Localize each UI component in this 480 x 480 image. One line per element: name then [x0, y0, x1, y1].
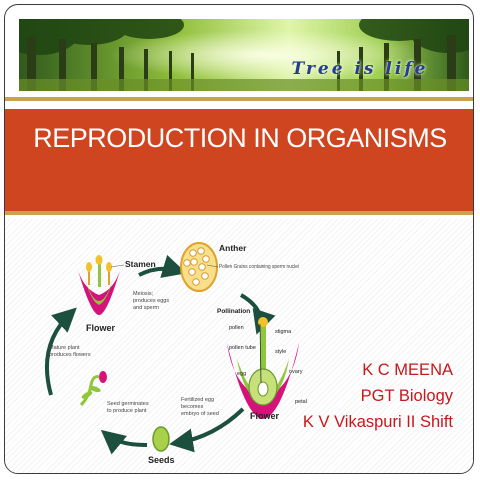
plant-life-cycle-diagram: Stamen Flower Meiosis; produces eggs and… — [44, 242, 307, 465]
anther-icon — [180, 242, 218, 292]
egg-label: egg — [237, 371, 246, 377]
arrow-mature-to-flower — [44, 307, 77, 396]
anther-label: Anther — [219, 243, 247, 253]
fertilized-egg-line-1: Fertilized egg — [181, 397, 214, 403]
flower-right-label: Flower — [250, 411, 280, 421]
flower-left-icon — [77, 255, 121, 315]
ovary-label: ovary — [289, 369, 303, 375]
fertilized-egg-line-3: embryo of seed — [181, 411, 219, 417]
pollen-grains-label: Pollen Grains containing sperm nuclei — [219, 264, 299, 270]
seed-germinates-line-2: to produce plant — [107, 408, 147, 414]
author-block: K C MEENA PGT Biology K V Vikaspuri II S… — [303, 357, 453, 435]
flower-left-label: Flower — [86, 323, 116, 333]
pollen-tube-label: pollen tube — [229, 345, 256, 351]
author-school: K V Vikaspuri II Shift — [302, 413, 453, 431]
tree-banner-image — [19, 19, 469, 91]
author-designation: PGT Biology — [360, 387, 453, 405]
seed-germinates-line-1: Seed germinates — [107, 401, 149, 407]
author-name: K C MEENA — [362, 361, 453, 379]
seed-icon — [152, 426, 170, 452]
stigma-label: stigma — [275, 329, 292, 335]
slide-title: REPRODUCTION IN ORGANISMS — [33, 123, 447, 153]
slide-frame: Tree is life REPRODUCTION IN ORGANISMS — [4, 4, 474, 474]
flower-right-icon — [227, 317, 299, 419]
mature-plant-line-2: produces flowers — [49, 352, 91, 358]
seeds-label: Seeds — [148, 455, 175, 465]
pollen-label: pollen — [229, 325, 244, 331]
meiosis-line-3: and sperm — [133, 305, 159, 311]
stamen-label: Stamen — [125, 259, 156, 269]
arrow-seeds-to-seedling — [100, 429, 148, 455]
mature-plant-line-1: Mature plant — [49, 345, 80, 351]
pollination-label: Pollination — [217, 308, 250, 315]
fertilized-egg-line-2: becomes — [181, 404, 204, 410]
arrow-flower-to-seeds — [169, 407, 245, 453]
banner-caption: Tree is life — [291, 59, 429, 79]
style-label: style — [275, 349, 286, 355]
arrow-stamen-to-anther — [138, 254, 187, 278]
meiosis-line-2: produces eggs — [133, 298, 169, 304]
meiosis-line-1: Meiosis; — [133, 291, 154, 297]
seedling-icon — [79, 371, 107, 407]
title-bar — [5, 109, 473, 213]
petal-label: petal — [295, 399, 307, 405]
content-area — [5, 219, 473, 473]
title-bar-border-top — [5, 97, 473, 101]
title-bar-border-bottom — [5, 211, 473, 215]
